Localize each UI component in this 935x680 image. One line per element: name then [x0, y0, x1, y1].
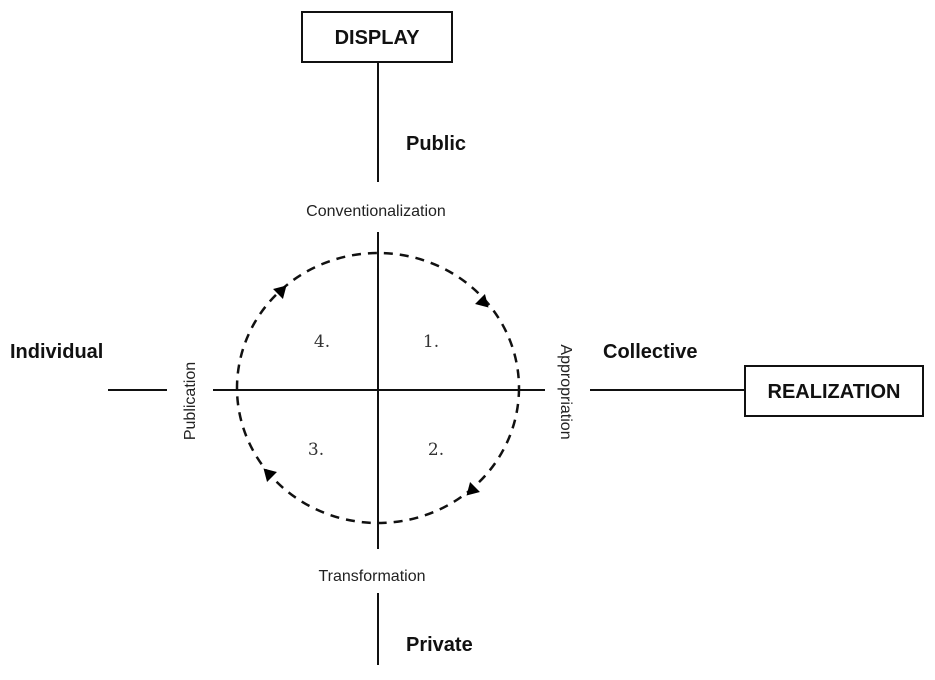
display-label: DISPLAY	[335, 27, 421, 49]
quadrant-4: 4.	[314, 332, 330, 352]
display-box	[301, 11, 453, 63]
process-appropriation: Appropriation	[557, 344, 574, 439]
quadrant-3: 3.	[308, 440, 324, 460]
process-publication: Publication	[182, 362, 199, 440]
realization-label: REALIZATION	[768, 381, 901, 403]
cycle-arrow-2	[466, 482, 480, 496]
quadrant-2: 2.	[428, 440, 444, 460]
dashed-cycle	[235, 251, 521, 525]
cycle-arrow-4	[273, 285, 287, 299]
cycle-arrow-3	[263, 468, 277, 482]
pole-collective: Collective	[603, 341, 697, 363]
process-transformation: Transformation	[319, 568, 426, 585]
cycle-arrow-1	[475, 294, 489, 308]
quadrant-1: 1.	[423, 332, 439, 352]
pole-individual: Individual	[10, 341, 103, 363]
process-conventionalization: Conventionalization	[306, 203, 446, 220]
pole-public: Public	[406, 133, 466, 155]
realization-box	[744, 365, 924, 417]
pole-private: Private	[406, 634, 473, 656]
